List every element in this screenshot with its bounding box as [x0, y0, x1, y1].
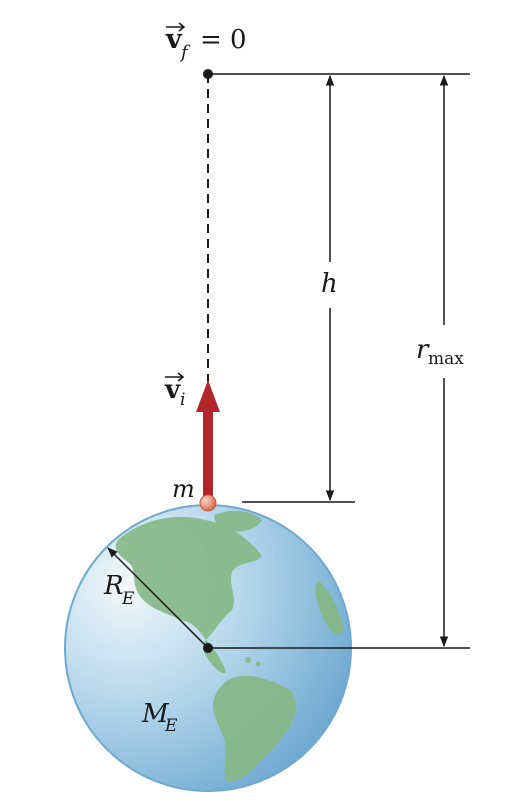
vi-subscript: i: [180, 390, 185, 410]
radius-R: R: [103, 571, 124, 601]
vf-subscript: f: [179, 42, 191, 63]
rmax-r: r: [416, 335, 430, 365]
height-label: h: [321, 269, 338, 299]
rmax-subscript: max: [428, 349, 464, 369]
radius-subscript: E: [121, 589, 135, 609]
earth-M: M: [141, 699, 170, 729]
mass-label: m: [172, 475, 195, 503]
vi-symbol: v: [164, 375, 181, 405]
earth-subscript: E: [164, 716, 178, 736]
initial-velocity-label: v i: [164, 375, 185, 410]
rmax-label: r max: [416, 335, 464, 369]
vf-vector-arrow: [166, 22, 186, 32]
vi-vector-arrow: [165, 372, 185, 382]
radius-label: R E: [103, 571, 135, 609]
vf-symbol: v: [165, 24, 183, 55]
earth-mass-label: M E: [141, 699, 178, 736]
earth-land: [115, 510, 344, 782]
mass-ball: [199, 494, 217, 512]
initial-velocity-arrow: [196, 380, 220, 498]
final-velocity-label: v f = 0: [165, 24, 247, 63]
vf-equals-zero: = 0: [200, 25, 247, 55]
radius-arrow: [107, 547, 207, 647]
